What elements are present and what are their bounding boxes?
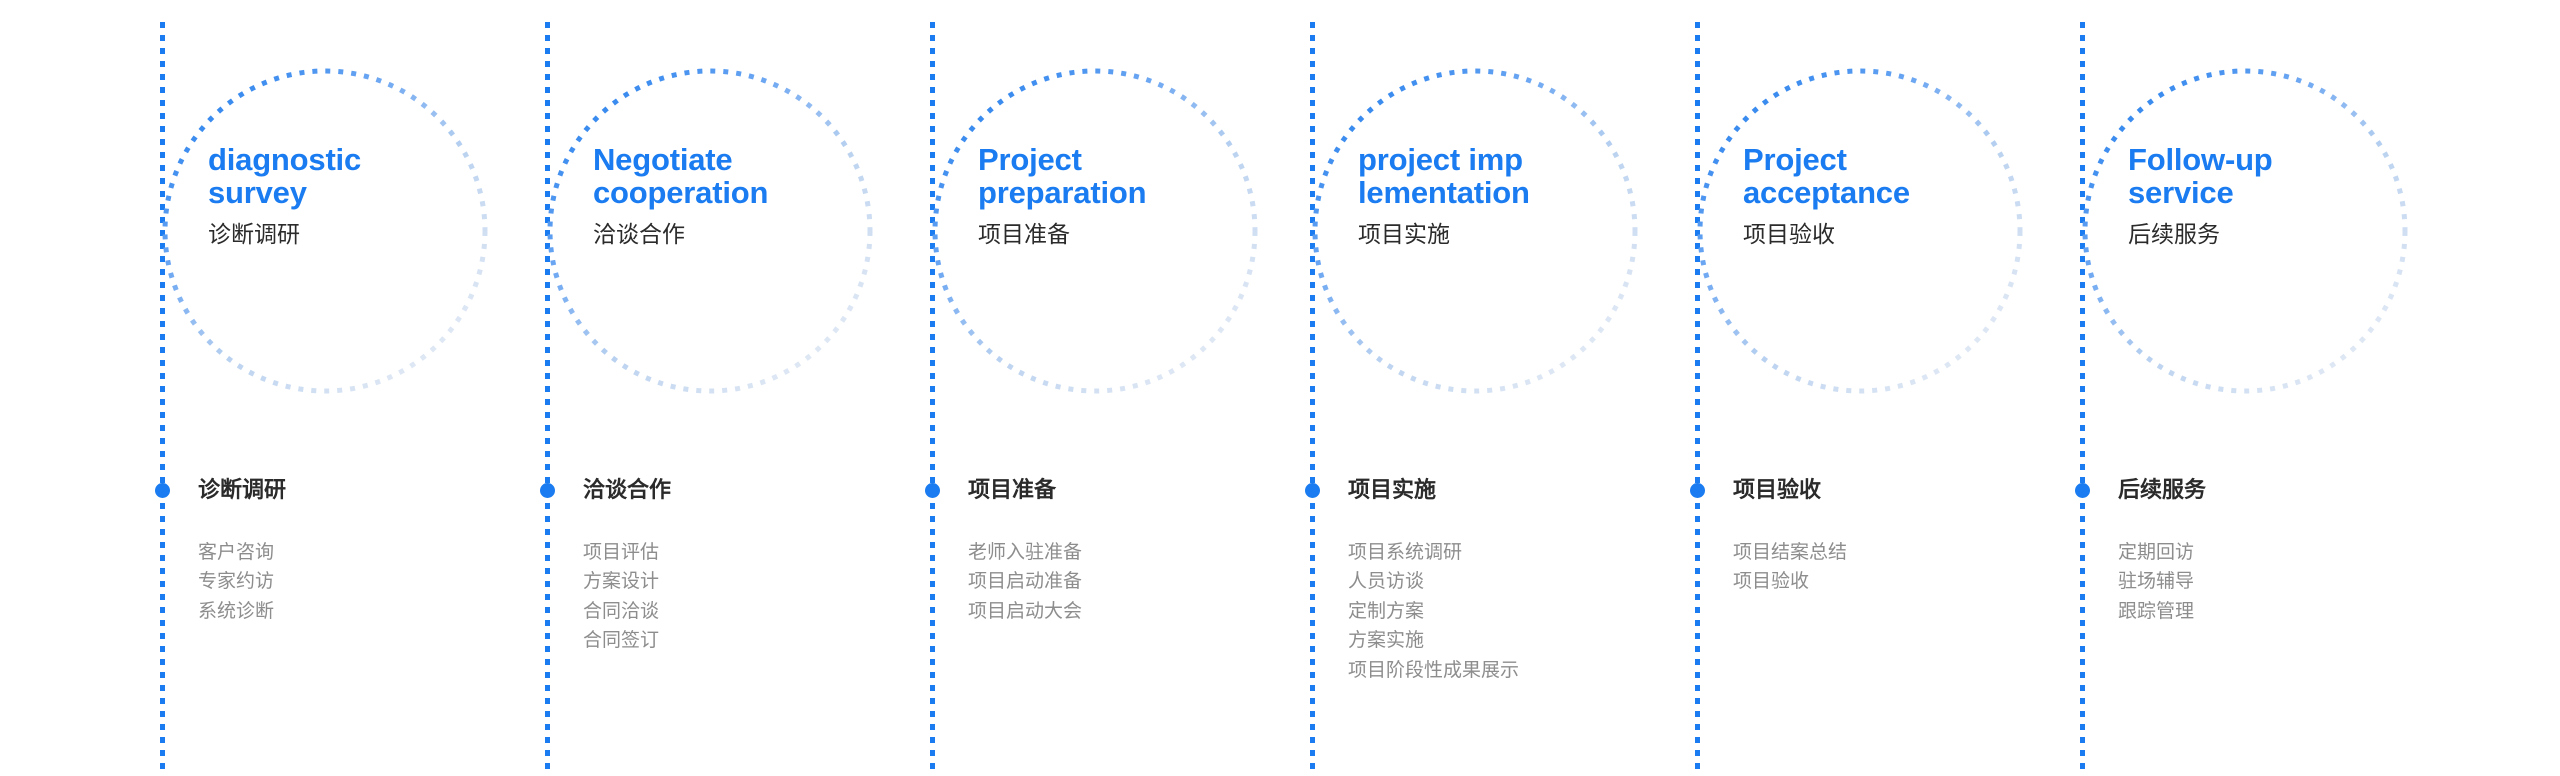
list-item: 项目评估 [583,542,660,563]
step-item-list: 项目评估方案设计合同洽谈合同签订 [583,538,913,656]
vertical-dotted-line [545,22,550,776]
list-item: 驻场辅导 [2118,571,2195,593]
step-english-title: diagnostic survey [208,142,362,211]
step-list-heading: 项目准备 [968,477,1057,502]
step-item-list: 项目结案总结项目验收 [1733,538,2063,597]
step-item-list: 老师入驻准备项目启动准备项目启动大会 [968,538,1298,626]
list-item: 合同签订 [583,630,660,652]
step-list-heading: 诊断调研 [198,477,287,502]
vertical-dotted-line [160,22,165,776]
step-circle-text: Follow-up service 后续服务 [2128,143,2418,249]
vertical-dotted-line [1310,22,1315,776]
step-item-list: 定期回访驻场辅导跟踪管理 [2118,538,2448,626]
vertical-dotted-line [1695,22,1700,776]
list-item: 合同洽谈 [583,600,660,622]
list-item: 项目阶段性成果展示 [1348,659,1520,681]
timeline-node-dot [925,483,940,498]
step-chinese-title: 洽谈合作 [593,221,685,248]
step-english-title: Project acceptance [1743,142,1910,211]
list-item: 系统诊断 [198,600,275,622]
list-item: 项目结案总结 [1733,542,1848,563]
list-item: 专家约访 [198,571,275,593]
list-item: 项目启动准备 [968,571,1083,593]
list-item: 定制方案 [1348,600,1425,622]
list-item: 老师入驻准备 [968,542,1083,563]
list-item: 客户咨询 [198,542,275,563]
step-chinese-title: 项目验收 [1743,221,1835,248]
step-item-list: 项目系统调研人员访谈定制方案方案实施项目阶段性成果展示 [1348,538,1678,685]
step-english-title: project imp lementation [1358,142,1530,211]
timeline-node-dot [1305,483,1320,498]
step-circle-text: Project preparation 项目准备 [978,143,1268,249]
step-chinese-title: 项目实施 [1358,221,1450,248]
step-chinese-title: 后续服务 [2128,221,2220,248]
timeline-node-dot [1690,483,1705,498]
step-english-title: Follow-up service [2128,142,2273,211]
vertical-dotted-line [930,22,935,776]
step-chinese-title: 项目准备 [978,221,1070,248]
step-english-title: Project preparation [978,142,1147,211]
step-circle-text: diagnostic survey 诊断调研 [208,143,498,249]
step-list-heading: 项目验收 [1733,477,1822,502]
vertical-dotted-line [2080,22,2085,776]
step-circle-text: Project acceptance 项目验收 [1743,143,2033,249]
step-circle-text: Negotiate cooperation 洽谈合作 [593,143,883,249]
step-english-title: Negotiate cooperation [593,142,769,211]
list-item: 人员访谈 [1348,571,1425,593]
timeline-node-dot [155,483,170,498]
timeline-node-dot [2075,483,2090,498]
list-item: 项目验收 [1733,571,1810,593]
step-list-heading: 后续服务 [2118,477,2207,502]
step-circle-text: project imp lementation 项目实施 [1358,143,1648,249]
list-item: 方案设计 [583,571,660,593]
list-item: 跟踪管理 [2118,600,2195,622]
step-item-list: 客户咨询专家约访系统诊断 [198,538,528,626]
list-item: 方案实施 [1348,630,1425,652]
list-item: 项目系统调研 [1348,542,1463,563]
step-chinese-title: 诊断调研 [208,221,300,248]
list-item: 定期回访 [2118,542,2195,563]
step-list-heading: 项目实施 [1348,477,1437,502]
step-list-heading: 洽谈合作 [583,477,672,502]
list-item: 项目启动大会 [968,600,1083,622]
timeline-node-dot [540,483,555,498]
